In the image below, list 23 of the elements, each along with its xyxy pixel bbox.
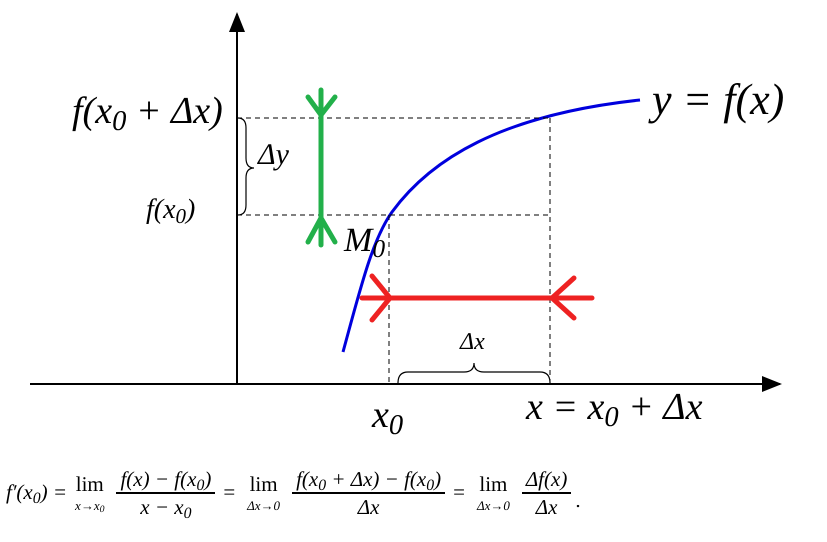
x-tick-label: x = x$_{0}$ + Δx	[526, 386, 702, 428]
equals-sign: =	[223, 479, 236, 506]
y-tick-label: f(x$_{0}$ + Δx)	[72, 90, 223, 132]
limit-subscript: Δx→0	[247, 499, 280, 512]
fraction-numerator: f(x) − f(x$_{0}$)	[119, 466, 212, 492]
equals-sign: =	[453, 479, 465, 506]
increment-label: Δy	[258, 138, 289, 171]
limit-subscript: x→x$_{0}$	[75, 499, 104, 512]
fraction-numerator: f(x$_{0}$ + Δx) − f(x$_{0}$)	[295, 466, 442, 492]
x-tick-label: x$_{0}$	[372, 394, 404, 436]
y-tick-label: f(x$_{0}$)	[146, 194, 196, 225]
limit-operator: lim	[479, 474, 508, 495]
point-label: M$_{0}$	[344, 222, 386, 259]
increment-label: Δx	[460, 329, 485, 355]
limit-operator: lim	[76, 474, 104, 495]
fraction-denominator: x − x$_{0}$	[139, 494, 192, 520]
fraction-denominator: Δx	[356, 494, 380, 520]
limit-operator: lim	[250, 474, 278, 495]
fraction-denominator: Δx	[534, 494, 558, 520]
formula-term: f′(x$_{0}$) =	[6, 479, 68, 509]
fraction-numerator: Δf(x)	[524, 466, 568, 492]
period: .	[575, 486, 581, 514]
limit-subscript: Δx→0	[476, 499, 510, 512]
